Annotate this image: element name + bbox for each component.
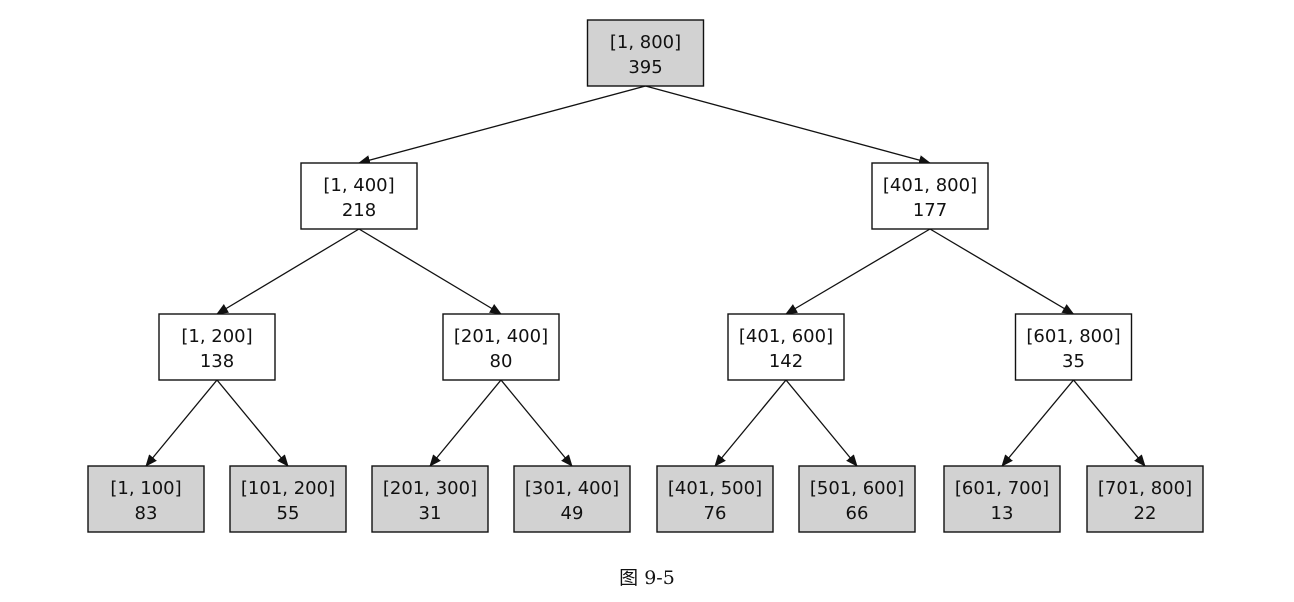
edge-arrow — [358, 228, 502, 315]
tree-node: [201, 300] 31 — [371, 465, 489, 533]
node-range-label: [101, 200] — [241, 478, 335, 499]
node-value-label: 35 — [1062, 351, 1085, 372]
tree-edges — [145, 85, 1146, 467]
node-range-label: [1, 400] — [323, 175, 394, 196]
edge-arrow — [429, 379, 502, 467]
edge-arrow — [500, 379, 573, 467]
node-value-label: 66 — [846, 503, 869, 524]
tree-node: [601, 700] 13 — [943, 465, 1061, 533]
edge-arrow — [216, 228, 360, 315]
node-box — [1014, 313, 1133, 381]
node-box — [300, 162, 418, 230]
edge-arrow — [785, 228, 931, 315]
node-value-label: 83 — [135, 503, 158, 524]
node-box — [442, 313, 560, 381]
node-value-label: 80 — [490, 351, 513, 372]
node-box-shaded — [798, 465, 916, 533]
node-box-shaded — [586, 19, 705, 87]
tree-node: [1, 800] 395 — [586, 19, 705, 87]
node-range-label: [301, 400] — [525, 478, 619, 499]
node-value-label: 395 — [628, 57, 662, 78]
node-box — [727, 313, 845, 381]
node-range-label: [201, 300] — [383, 478, 477, 499]
tree-node: [1, 200] 138 — [158, 313, 276, 381]
node-box-shaded — [513, 465, 631, 533]
node-box — [158, 313, 276, 381]
edge-arrow — [1001, 379, 1074, 467]
tree-node: [1, 100] 83 — [87, 465, 205, 533]
tree-node: [401, 800] 177 — [871, 162, 989, 230]
edge-arrow — [929, 228, 1075, 315]
edge-arrow — [145, 379, 218, 467]
node-box-shaded — [656, 465, 774, 533]
node-range-label: [701, 800] — [1098, 478, 1192, 499]
node-box-shaded — [371, 465, 489, 533]
node-range-label: [201, 400] — [454, 326, 548, 347]
edge-arrow — [645, 85, 931, 165]
tree-node: [701, 800] 22 — [1086, 465, 1204, 533]
node-value-label: 218 — [342, 200, 376, 221]
node-value-label: 49 — [561, 503, 584, 524]
edge-arrow — [785, 379, 858, 467]
node-value-label: 13 — [991, 503, 1014, 524]
tree-node: [501, 600] 66 — [798, 465, 916, 533]
node-value-label: 31 — [419, 503, 442, 524]
node-range-label: [401, 600] — [739, 326, 833, 347]
node-range-label: [401, 800] — [883, 175, 977, 196]
node-value-label: 142 — [769, 351, 803, 372]
node-range-label: [601, 700] — [955, 478, 1049, 499]
node-box-shaded — [87, 465, 205, 533]
node-range-label: [1, 100] — [110, 478, 181, 499]
node-box-shaded — [229, 465, 347, 533]
tree-node: [101, 200] 55 — [229, 465, 347, 533]
node-range-label: [401, 500] — [668, 478, 762, 499]
edge-arrow — [216, 379, 289, 467]
node-value-label: 22 — [1134, 503, 1157, 524]
node-range-label: [501, 600] — [810, 478, 904, 499]
tree-node: [601, 800] 35 — [1014, 313, 1133, 381]
node-range-label: [1, 800] — [610, 32, 681, 53]
node-value-label: 55 — [277, 503, 300, 524]
tree-nodes: [1, 800] 395 [1, 400] 218 [401, 800] 177 [1, 2… — [87, 19, 1204, 533]
tree-node: [201, 400] 80 — [442, 313, 560, 381]
node-range-label: [1, 200] — [181, 326, 252, 347]
edge-arrow — [1073, 379, 1146, 467]
node-box-shaded — [1086, 465, 1204, 533]
tree-node: [401, 600] 142 — [727, 313, 845, 381]
node-box — [871, 162, 989, 230]
node-value-label: 177 — [913, 200, 947, 221]
node-box-shaded — [943, 465, 1061, 533]
node-range-label: [601, 800] — [1026, 326, 1120, 347]
tree-node: [301, 400] 49 — [513, 465, 631, 533]
node-value-label: 76 — [704, 503, 727, 524]
tree-node: [401, 500] 76 — [656, 465, 774, 533]
tree-node: [1, 400] 218 — [300, 162, 418, 230]
edge-arrow — [358, 85, 646, 165]
figure-caption: 图 9-5 — [619, 567, 675, 589]
edge-arrow — [714, 379, 787, 467]
node-value-label: 138 — [200, 351, 234, 372]
